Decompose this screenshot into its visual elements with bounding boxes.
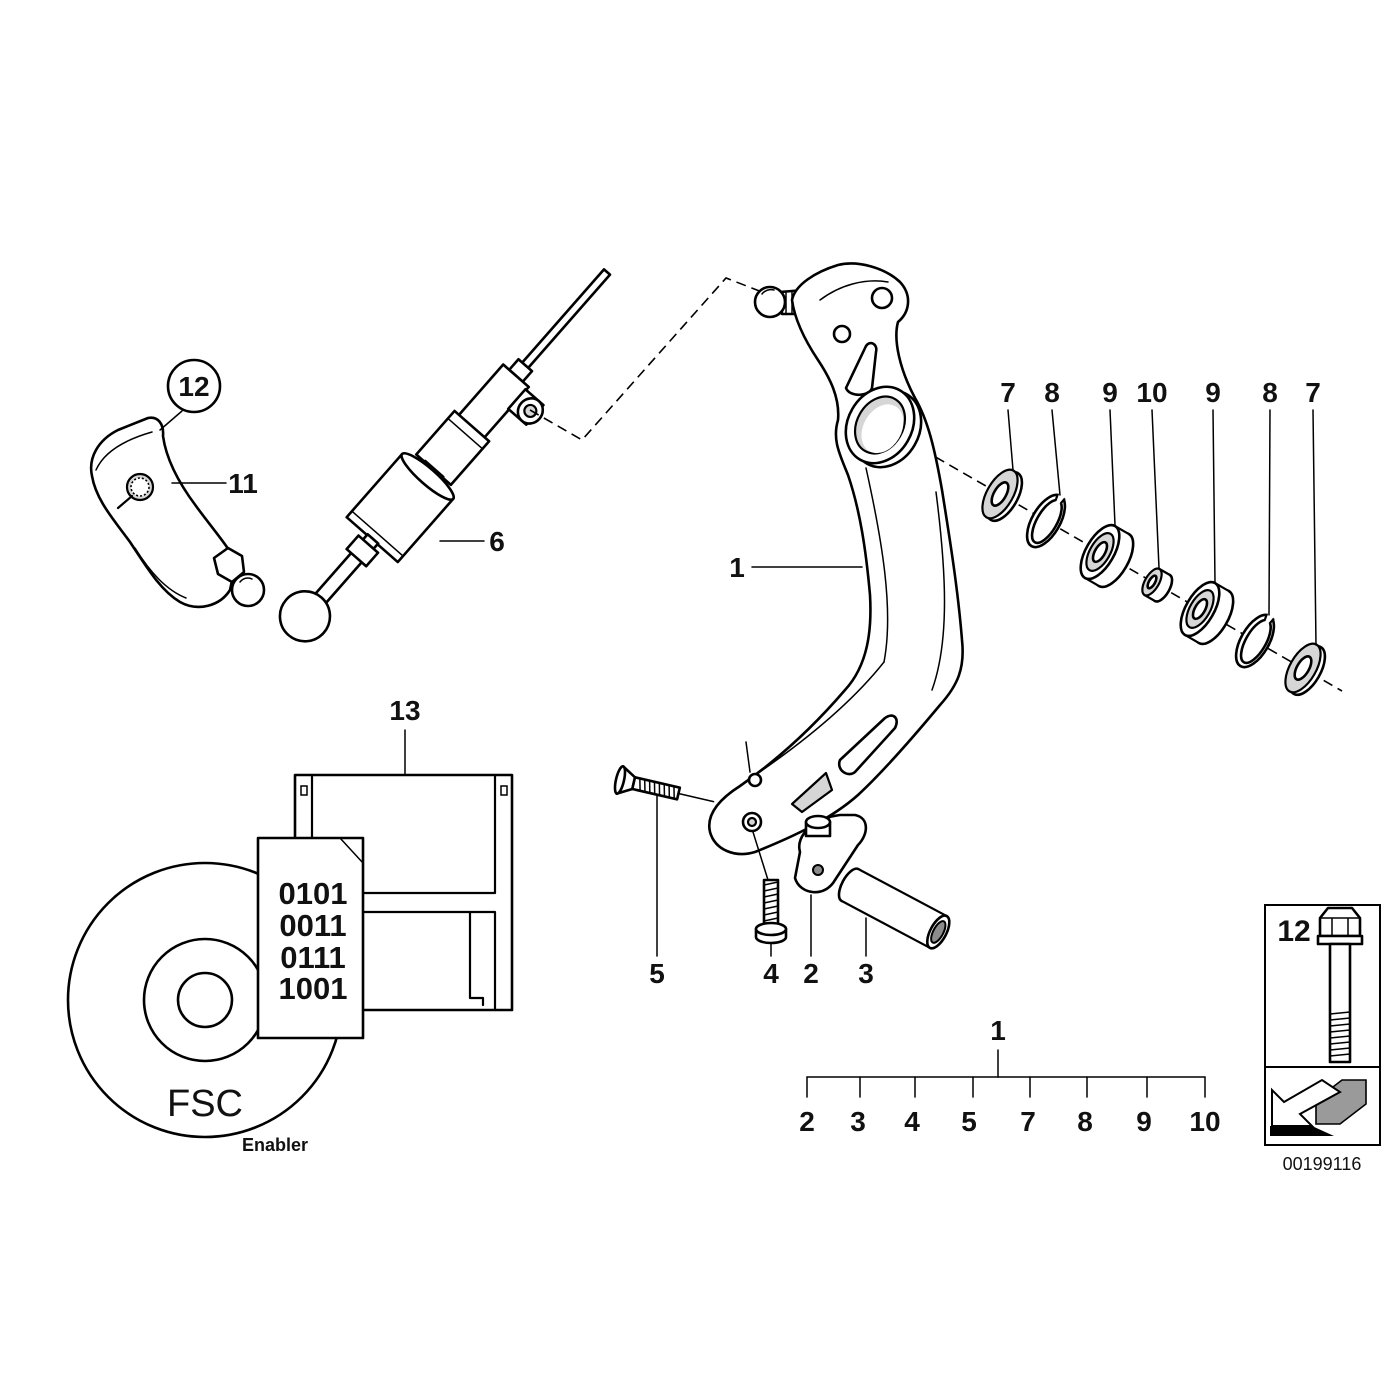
part-7-washer [1284, 642, 1327, 697]
part-8-circlip [1234, 613, 1276, 669]
callout-10-label: 10 [1136, 377, 1167, 408]
assembly-child-label: 3 [850, 1106, 866, 1137]
part-1-shift-lever [707, 262, 964, 856]
leader-line-12 [159, 410, 183, 431]
callout-13-label: 13 [389, 695, 420, 726]
part-2-plate [793, 813, 868, 894]
part-5-screw [613, 765, 715, 803]
binary-line: 0011 [279, 908, 346, 943]
callout-2-label: 2 [803, 958, 819, 989]
leader-line-8 [1268, 409, 1271, 616]
binary-line: 0111 [280, 940, 346, 975]
assembly-child-label: 10 [1189, 1106, 1220, 1137]
assembly-child-label: 8 [1077, 1106, 1093, 1137]
callout-8-label: 8 [1262, 377, 1278, 408]
callout-7-label: 7 [1000, 377, 1016, 408]
assembly-child-label: 2 [799, 1106, 815, 1137]
callout-5-label: 5 [649, 958, 665, 989]
hex-bolt-icon [1316, 906, 1364, 1064]
box-part-label: 12 [1277, 915, 1310, 948]
leader-line-10 [1151, 409, 1160, 569]
part-11-clamp-lever [89, 416, 266, 609]
callout-4-label: 4 [763, 958, 779, 989]
leader-line-9 [1109, 409, 1116, 526]
callout-11-label: 11 [228, 468, 258, 499]
part-7-washer [981, 468, 1024, 523]
callout-1-label: 1 [729, 552, 745, 583]
symbol-box: 12 [1264, 904, 1381, 1146]
assembly-child-label: 5 [961, 1106, 977, 1137]
arrow-icon [1270, 1078, 1367, 1136]
pivot-axis-line [879, 424, 1343, 692]
callout-8-label: 8 [1044, 377, 1060, 408]
assembly-child-label: 9 [1136, 1106, 1152, 1137]
leader-line-7 [1312, 409, 1317, 646]
assembly-tree: 1 2 3 4 5 7 8 9 10 [799, 1015, 1220, 1137]
leader-line-9 [1212, 409, 1216, 584]
callout-3-label: 3 [858, 958, 874, 989]
binary-sheet: 0101 0011 0111 1001 [256, 836, 365, 1040]
disc-sublabel: Enabler [242, 1135, 308, 1155]
callout-6-label: 6 [489, 526, 505, 557]
bearing-row-callouts: 7 8 9 10 9 8 7 [1000, 377, 1321, 646]
part-3-footpeg [837, 867, 951, 950]
part-4-screw [752, 831, 788, 945]
leader-line-8 [1051, 409, 1061, 496]
disc-label: FSC [167, 1083, 243, 1125]
leader-line-7 [1007, 409, 1014, 471]
callout-9-label: 9 [1102, 377, 1118, 408]
binary-line: 1001 [279, 971, 348, 1006]
part-9-bearing [1179, 580, 1235, 646]
part-9-bearing [1079, 523, 1135, 589]
callout-12-circled: 12 [166, 358, 222, 414]
assembly-parent-label: 1 [990, 1015, 1006, 1046]
callout-12-label: 12 [178, 371, 209, 402]
part-6-shift-rod [278, 268, 612, 643]
part-8-circlip [1025, 493, 1067, 549]
connection-dashed-line [529, 277, 763, 442]
diagram-number: 00199116 [1283, 1154, 1362, 1174]
assembly-child-label: 4 [904, 1106, 920, 1137]
binary-line: 0101 [279, 876, 348, 911]
callout-9-label: 9 [1205, 377, 1221, 408]
part-10-spacer [1141, 567, 1174, 603]
assembly-child-label: 7 [1020, 1106, 1036, 1137]
callout-7-label: 7 [1305, 377, 1321, 408]
